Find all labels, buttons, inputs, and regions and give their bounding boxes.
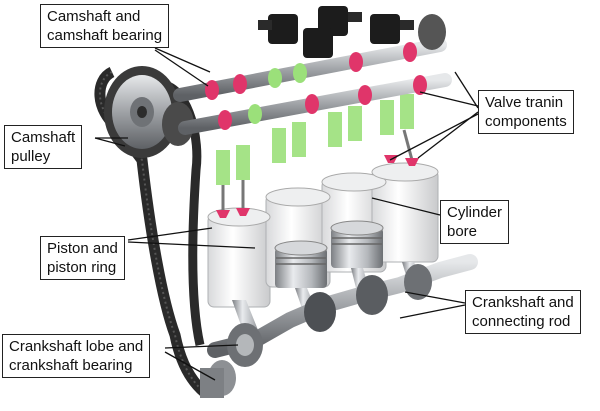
leader-crank [404, 291, 466, 304]
label-cylinder-bore: Cylinder bore [440, 200, 510, 244]
camshaft-pulley-part [104, 66, 180, 158]
leader-bore [371, 197, 441, 216]
cam-gear-right [418, 14, 446, 50]
crankshaft [200, 254, 478, 398]
leader-camshaft [154, 49, 209, 87]
label-piston-ring: Piston and piston ring [40, 236, 125, 280]
leader-crank-lobe-2 [164, 351, 216, 381]
leader-valve-1 [419, 91, 479, 107]
valves [216, 129, 419, 218]
leader-valve-2 [454, 71, 479, 109]
leader-piston-1 [127, 227, 213, 241]
pistons [274, 220, 384, 288]
ignition-coils [258, 6, 414, 58]
label-valve-train: Valve tranin components [478, 90, 574, 134]
label-crankshaft-rod: Crankshaft and connecting rod [465, 290, 581, 334]
leader-valve-4 [389, 113, 479, 161]
label-camshaft-bearing: Camshaft and camshaft bearing [40, 4, 170, 48]
label-camshaft-pulley: Camshaft pulley [4, 125, 83, 169]
leader-crank-2 [399, 304, 466, 319]
valve-springs [216, 94, 414, 185]
idler-gear [162, 102, 194, 146]
leader-pulley-2 [94, 137, 126, 147]
camshafts [173, 38, 452, 135]
leader-crank-lobe [164, 344, 239, 349]
leader-piston-2 [127, 241, 256, 249]
label-crankshaft-lobe: Crankshaft lobe and crankshaft bearing [2, 334, 151, 378]
leader-lines [94, 47, 479, 381]
leader-camshaft-2 [154, 47, 211, 73]
